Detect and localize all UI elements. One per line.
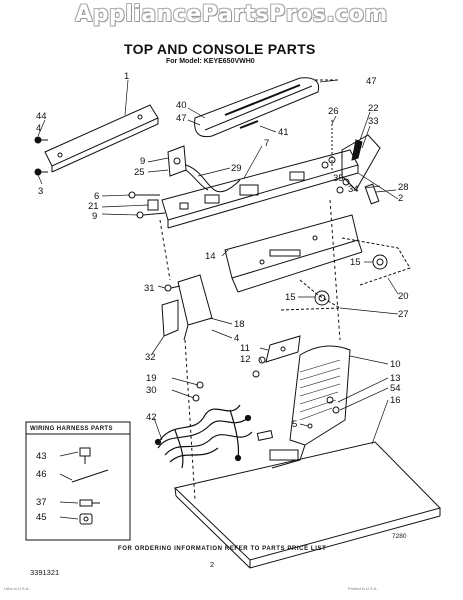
- litho-note: Litho in U.S.A.: [4, 586, 30, 591]
- callout-29: 29: [231, 163, 242, 174]
- callout-21: 21: [88, 201, 99, 212]
- part-27-console-panel: [224, 214, 359, 279]
- callout-42: 42: [146, 412, 157, 423]
- callout-9b: 9: [92, 211, 97, 222]
- part-22-end-cap: [341, 134, 381, 191]
- callout-15: 15: [350, 257, 361, 268]
- callout-19: 19: [146, 373, 157, 384]
- callout-13: 13: [390, 373, 401, 384]
- callout-6: 6: [94, 191, 99, 202]
- callout-31: 31: [144, 283, 155, 294]
- callout-1: 1: [124, 71, 129, 82]
- part-29-switch-bracket: [167, 145, 187, 177]
- part-16-dryer-top: [173, 441, 441, 561]
- callout-22: 22: [368, 103, 379, 114]
- callout-34: 34: [348, 184, 359, 195]
- callout-4b: 4: [234, 333, 239, 344]
- callout-14: 14: [205, 251, 216, 262]
- callout-30: 30: [146, 385, 157, 396]
- callout-26: 26: [328, 106, 339, 117]
- diagram-code: 7280: [392, 533, 407, 540]
- wiring-harness-box: [25, 421, 131, 541]
- doc-number: 3391321: [30, 568, 60, 577]
- callout-41: 41: [278, 127, 289, 138]
- callout-7: 7: [264, 138, 269, 149]
- callout-3: 3: [38, 186, 43, 197]
- callout-4: 4: [36, 123, 41, 134]
- callout-10: 10: [390, 359, 401, 370]
- callout-35: 35: [333, 173, 344, 184]
- part-46-tie: [71, 469, 109, 483]
- callout-27: 27: [398, 309, 409, 320]
- callout-46: 46: [36, 469, 47, 480]
- part-42-wiring-harness: [154, 404, 253, 469]
- callout-16: 16: [390, 395, 401, 406]
- part-10-grille: [299, 359, 341, 421]
- callout-47: 47: [176, 113, 187, 124]
- ordering-info: FOR ORDERING INFORMATION REFER TO PARTS …: [118, 546, 327, 552]
- leader-lines: [37, 79, 399, 520]
- wiring-harness-title: WIRING HARNESS PARTS: [30, 426, 113, 432]
- part-40-console-trim: [194, 77, 320, 138]
- part-28-bumper: [364, 183, 380, 205]
- part-43-harness-clip: [79, 447, 91, 464]
- callout-12: 12: [240, 354, 251, 365]
- printed-note: Printed in U.S.A.: [348, 586, 378, 591]
- callout-labels: 1 44 4 3 40 47 9 25 29 41 7 6 21 9 47 26…: [36, 71, 409, 523]
- part-32-bracket: [161, 299, 179, 337]
- part-18-left-endcap: [177, 274, 213, 326]
- part-21-clip: [147, 199, 159, 211]
- callout-20: 20: [398, 291, 409, 302]
- page-number: 2: [210, 560, 215, 569]
- callout-11: 11: [240, 343, 250, 354]
- callout-47b: 47: [366, 76, 377, 87]
- callout-54: 54: [390, 383, 401, 394]
- callout-32: 32: [145, 352, 156, 363]
- callout-44: 44: [36, 111, 47, 122]
- callout-43: 43: [36, 451, 47, 462]
- part-15-knob-lower: [314, 290, 330, 306]
- diagram-subtitle: For Model: KEYE650VWH0: [166, 58, 255, 65]
- callout-18: 18: [234, 319, 245, 330]
- callout-5: 5: [292, 419, 297, 430]
- callout-15b: 15: [285, 292, 296, 303]
- part-11-bracket: [265, 335, 301, 363]
- part-37-connector: [79, 499, 100, 507]
- callout-37: 37: [36, 497, 47, 508]
- callout-2: 2: [398, 193, 403, 204]
- callout-33: 33: [368, 116, 379, 127]
- callout-9: 9: [140, 156, 145, 167]
- part-45-terminal: [79, 513, 93, 525]
- callout-28: 28: [398, 182, 409, 193]
- diagram-title: TOP AND CONSOLE PARTS: [124, 41, 316, 57]
- callout-40: 40: [176, 100, 187, 111]
- part-10-console-support: [289, 345, 351, 446]
- callout-45: 45: [36, 512, 47, 523]
- watermark: AppliancePartsPros.com: [75, 2, 388, 27]
- part-15-knob-right: [372, 254, 388, 270]
- callout-25: 25: [134, 167, 145, 178]
